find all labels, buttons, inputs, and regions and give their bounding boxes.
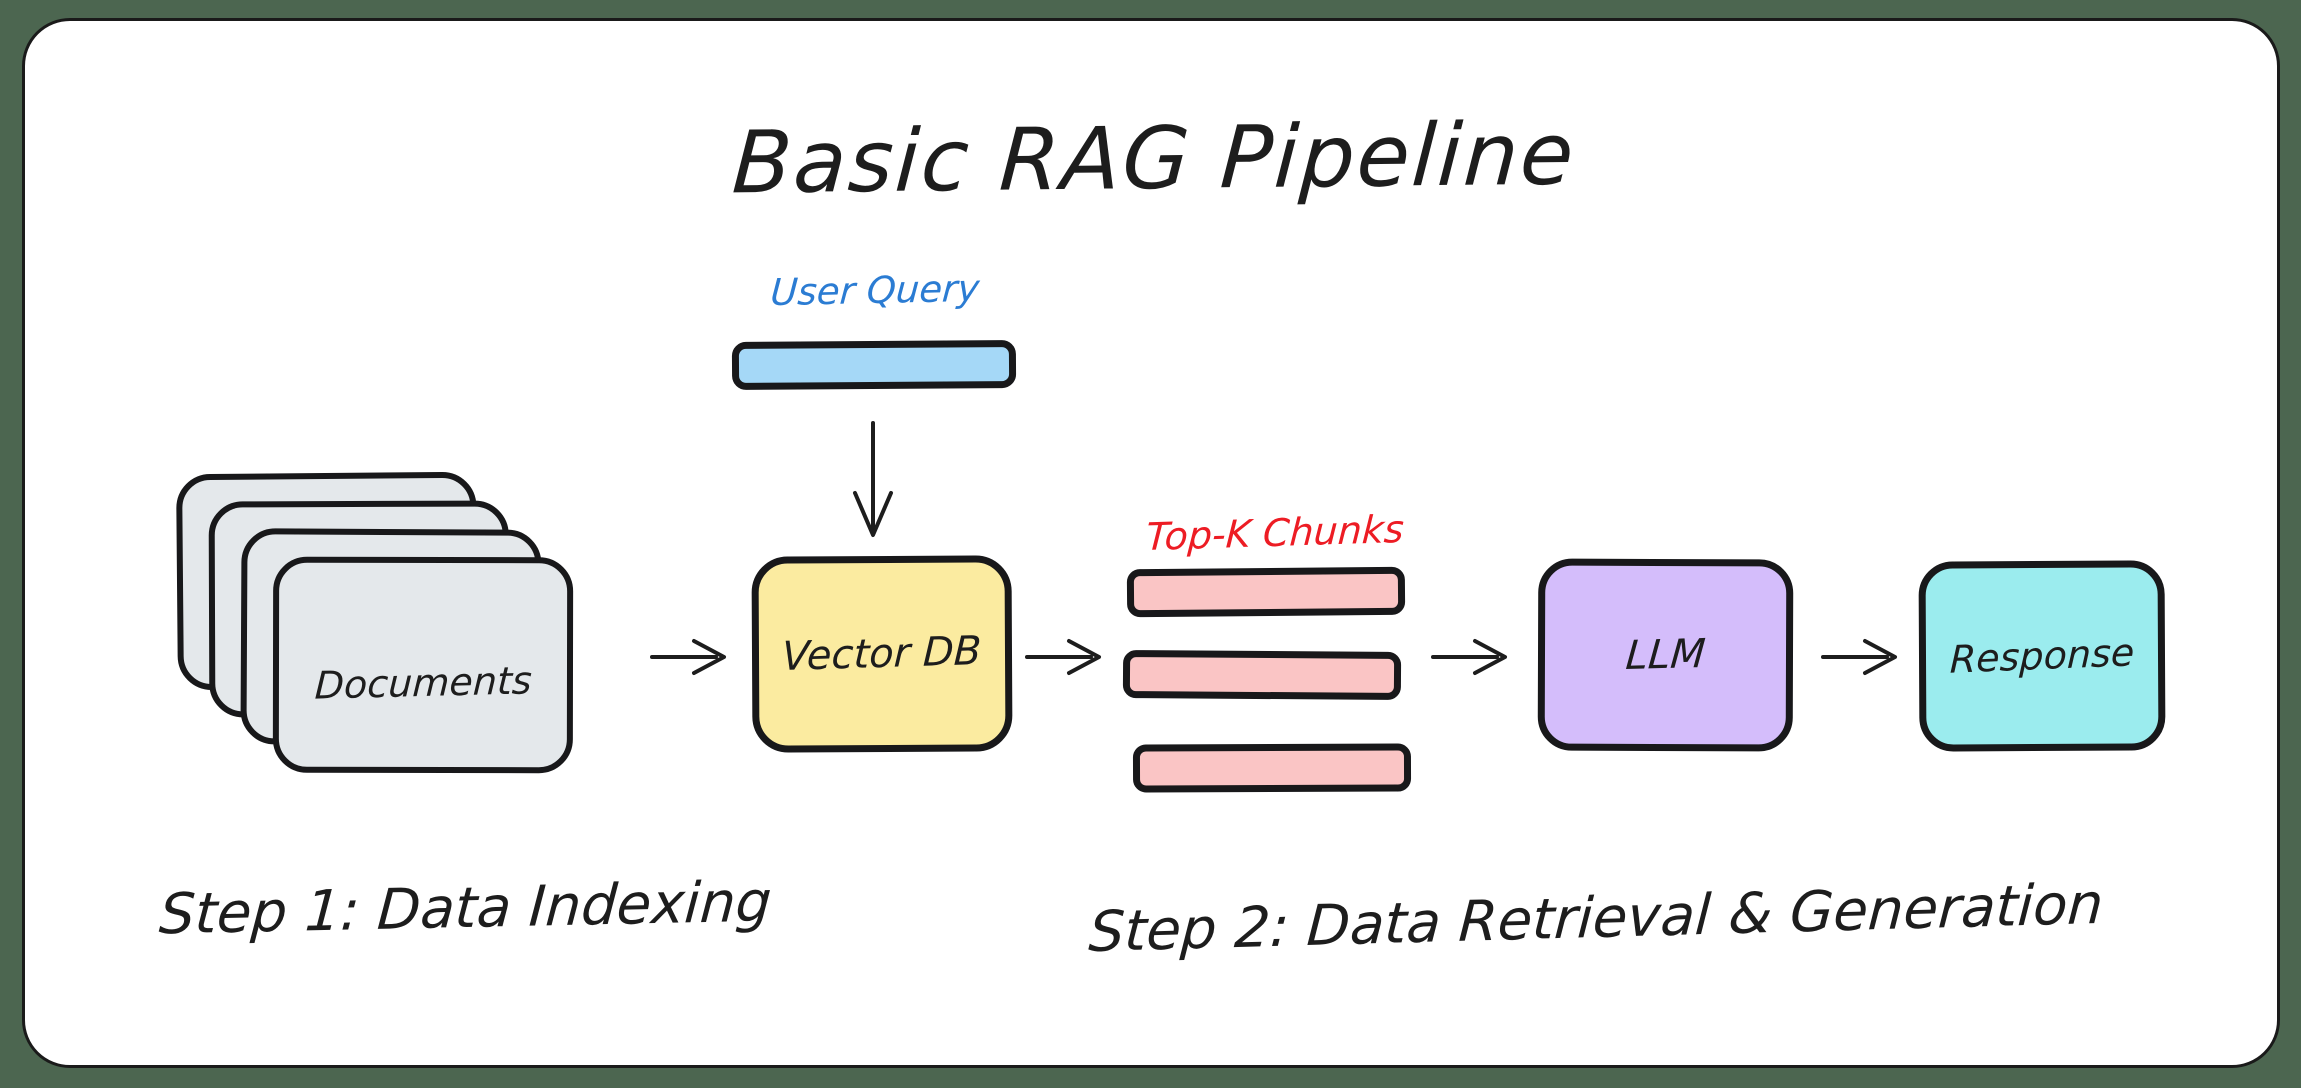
documents-label: Documents — [313, 658, 533, 708]
diagram-canvas: Basic RAG Pipeline User Query Documents … — [22, 18, 2280, 1068]
vector-db-label: Vector DB — [781, 628, 983, 680]
response-label: Response — [1949, 630, 2135, 682]
step-2-caption: Step 2: Data Retrieval & Generation — [1087, 871, 2106, 966]
user-query-label: User Query — [769, 266, 981, 315]
document-card: Documents — [272, 556, 574, 774]
step-1-caption: Step 1: Data Indexing — [157, 869, 774, 948]
llm-box: LLM — [1537, 558, 1794, 752]
chunk-bar — [1132, 743, 1412, 793]
user-query-bar — [731, 340, 1017, 390]
arrow-query-to-vectordb-icon — [853, 421, 893, 537]
page-title: Basic RAG Pipeline — [729, 104, 1579, 214]
chunk-bar — [1126, 566, 1406, 618]
llm-label: LLM — [1623, 631, 1708, 679]
arrow-chunks-to-llm-icon — [1431, 639, 1507, 675]
topk-chunks-label: Top-K Chunks — [1144, 506, 1406, 560]
arrow-vectordb-to-chunks-icon — [1025, 639, 1101, 675]
arrow-documents-to-vectordb-icon — [650, 639, 726, 675]
chunk-bar — [1122, 650, 1402, 700]
vector-db-box: Vector DB — [751, 555, 1013, 753]
documents-stack: Documents — [176, 471, 617, 793]
response-box: Response — [1918, 560, 2166, 752]
arrow-llm-to-response-icon — [1821, 639, 1897, 675]
